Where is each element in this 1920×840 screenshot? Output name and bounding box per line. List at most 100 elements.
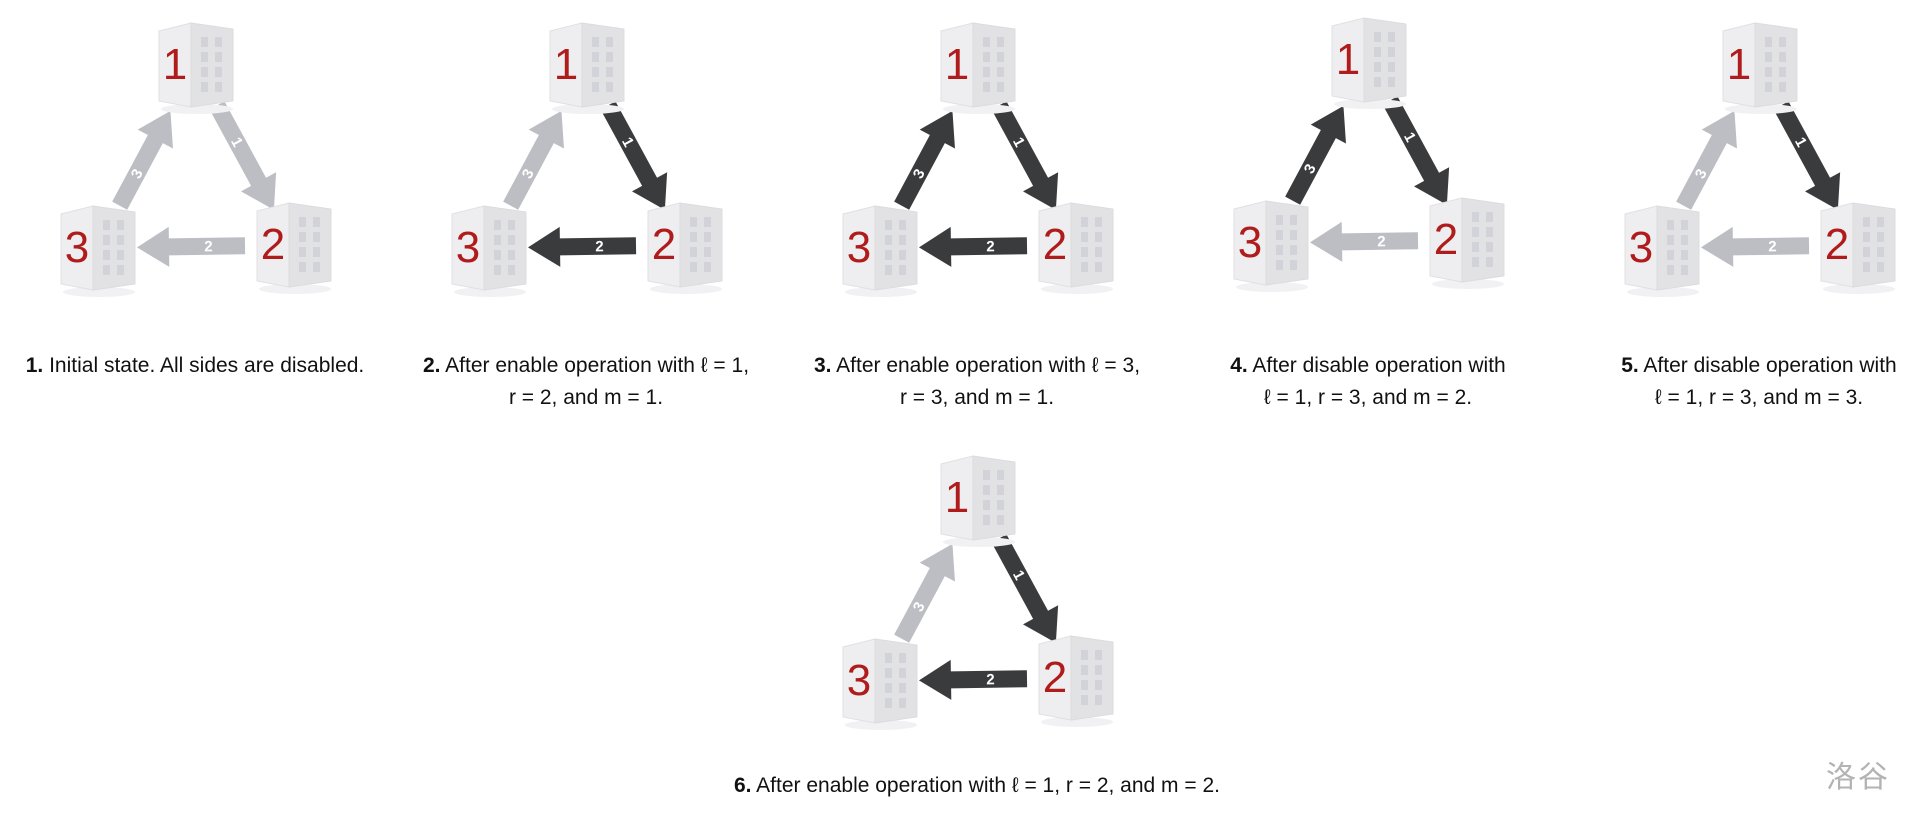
edge-arrow-2: 2 — [1309, 221, 1419, 262]
window-icon — [1374, 62, 1381, 72]
building-number-label: 3 — [1629, 223, 1653, 272]
window-icon — [997, 485, 1004, 495]
window-icon — [1779, 67, 1786, 77]
window-icon — [592, 52, 599, 62]
window-icon — [704, 217, 711, 227]
caption-line-2: ℓ = 1, r = 3, and m = 2. — [1263, 386, 1473, 409]
building-shadow — [63, 287, 135, 297]
caption-line-2: r = 2, and m = 1. — [508, 386, 664, 409]
caption-line-1: 5. After disable operation with — [1569, 350, 1920, 382]
caption-text: Initial state. All sides are disabled. — [43, 354, 365, 377]
window-icon — [117, 220, 124, 230]
window-icon — [1290, 230, 1297, 240]
arrow-shape — [1309, 221, 1419, 262]
arrow-shape — [527, 226, 637, 267]
window-icon — [899, 265, 906, 275]
window-icon — [704, 247, 711, 257]
building-shadow — [845, 720, 917, 730]
building-3: 3 — [842, 638, 918, 730]
window-icon — [606, 52, 613, 62]
window-icon — [117, 235, 124, 245]
window-icon — [899, 668, 906, 678]
window-icon — [1667, 250, 1674, 260]
window-icon — [983, 515, 990, 525]
window-icon — [899, 698, 906, 708]
window-icon — [1095, 232, 1102, 242]
window-icon — [885, 683, 892, 693]
building-number-label: 2 — [1043, 653, 1067, 702]
building-2: 2 — [1038, 635, 1114, 727]
window-icon — [885, 653, 892, 663]
window-icon — [1877, 247, 1884, 257]
arrow-shape — [918, 659, 1028, 700]
window-icon — [1779, 52, 1786, 62]
building-number-label: 1 — [945, 40, 969, 89]
window-icon — [299, 217, 306, 227]
window-icon — [508, 220, 515, 230]
window-icon — [1877, 232, 1884, 242]
building-1: 1 — [158, 22, 234, 114]
building-number-label: 3 — [456, 223, 480, 272]
window-icon — [494, 265, 501, 275]
arrow-shape — [136, 226, 246, 267]
caption-number: 1. — [25, 354, 44, 377]
caption-line-2: ℓ = 1, r = 3, and m = 3. — [1654, 386, 1864, 409]
window-icon — [1863, 217, 1870, 227]
window-icon — [215, 52, 222, 62]
window-icon — [1472, 242, 1479, 252]
building-3: 3 — [451, 205, 527, 297]
building-shadow — [259, 284, 331, 294]
arrow-shape — [209, 101, 277, 210]
window-icon — [299, 247, 306, 257]
window-icon — [1374, 47, 1381, 57]
building-side-face — [1656, 205, 1700, 291]
window-icon — [103, 265, 110, 275]
window-icon — [885, 698, 892, 708]
window-icon — [103, 235, 110, 245]
caption-line-1: 6. After enable operation with ℓ = 1, r … — [627, 770, 1327, 802]
edge-arrow-3: 3 — [894, 110, 955, 210]
building-side-face — [92, 205, 136, 291]
window-icon — [1779, 37, 1786, 47]
arrow-shape — [991, 534, 1059, 643]
window-icon — [215, 82, 222, 92]
window-icon — [1486, 242, 1493, 252]
window-icon — [201, 67, 208, 77]
window-icon — [494, 235, 501, 245]
window-icon — [313, 247, 320, 257]
caption-line-1: 2. After enable operation with ℓ = 1, — [396, 350, 776, 382]
window-icon — [103, 250, 110, 260]
window-icon — [103, 220, 110, 230]
window-icon — [997, 67, 1004, 77]
window-icon — [1374, 77, 1381, 87]
building-side-face — [1070, 635, 1114, 721]
window-icon — [1388, 32, 1395, 42]
building-2: 2 — [647, 202, 723, 294]
building-number-label: 3 — [65, 223, 89, 272]
window-icon — [885, 220, 892, 230]
window-icon — [1863, 262, 1870, 272]
building-3: 3 — [1624, 205, 1700, 297]
building-shadow — [1334, 99, 1406, 109]
edge-label: 2 — [204, 238, 213, 255]
edge-arrow-3: 3 — [112, 110, 173, 210]
building-side-face — [190, 22, 234, 108]
window-icon — [1095, 650, 1102, 660]
window-icon — [899, 235, 906, 245]
window-icon — [1681, 265, 1688, 275]
building-number-label: 2 — [652, 220, 676, 269]
building-number-label: 1 — [945, 473, 969, 522]
building-1: 1 — [940, 22, 1016, 114]
window-icon — [1486, 257, 1493, 267]
building-shadow — [1041, 717, 1113, 727]
building-2: 2 — [256, 202, 332, 294]
building-2: 2 — [1820, 202, 1896, 294]
window-icon — [1095, 665, 1102, 675]
window-icon — [997, 515, 1004, 525]
caption-number: 2. — [422, 354, 441, 377]
window-icon — [1095, 247, 1102, 257]
